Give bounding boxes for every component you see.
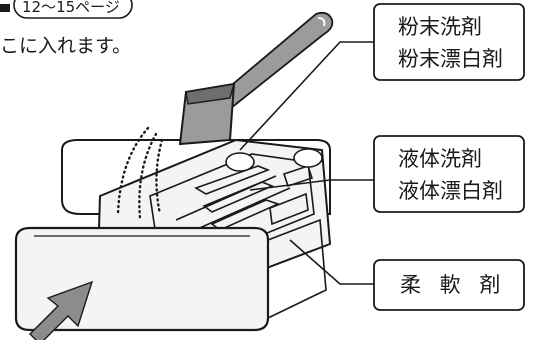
page-reference: 12〜15ページ bbox=[0, 0, 133, 19]
leader-lines bbox=[239, 41, 374, 285]
drawer-knobs bbox=[225, 148, 323, 172]
label-liquid: 液体洗剤 液体漂白剤 bbox=[373, 135, 525, 213]
label-liquid-line1: 液体洗剤 bbox=[398, 147, 482, 171]
powder-stream bbox=[116, 126, 164, 220]
label-softener-text: 柔 軟 剤 bbox=[400, 273, 506, 297]
reference-mark bbox=[0, 4, 10, 12]
page-ref-text: 12〜15ページ bbox=[22, 0, 120, 16]
scoop-icon bbox=[178, 11, 334, 146]
label-liquid-line2: 液体漂白剤 bbox=[398, 179, 503, 203]
label-powder-line2: 粉末漂白剤 bbox=[398, 47, 503, 71]
instruction-text: こに入れます。 bbox=[0, 35, 131, 57]
insert-arrow-icon bbox=[29, 280, 94, 340]
drawer-side bbox=[267, 218, 327, 319]
label-powder: 粉末洗剤 粉末漂白剤 bbox=[373, 3, 525, 81]
page-ref-pill bbox=[13, 0, 133, 19]
label-powder-line1: 粉末洗剤 bbox=[398, 15, 482, 39]
label-softener: 柔 軟 剤 bbox=[373, 259, 525, 311]
